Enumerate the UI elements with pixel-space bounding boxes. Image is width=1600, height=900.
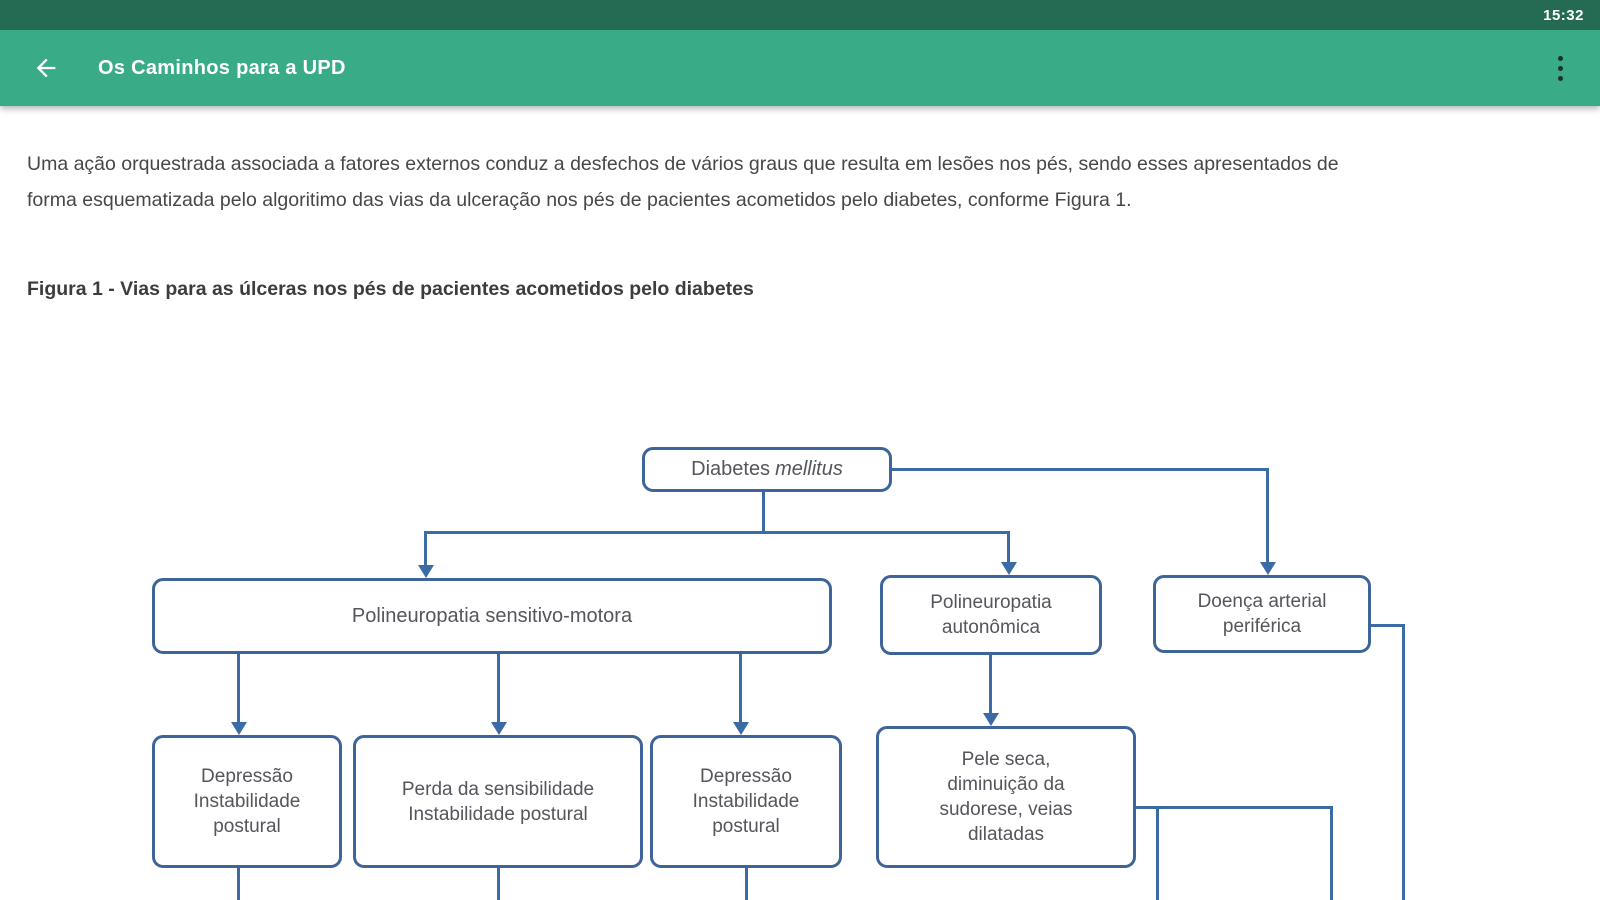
node-label: Diabetes	[691, 458, 771, 480]
connector-to-pele-seca	[989, 655, 992, 714]
connector-depressao2-down	[745, 866, 748, 900]
connector-to-perda	[497, 654, 500, 723]
status-bar: 15:32	[0, 0, 1600, 30]
page-title: Os Caminhos para a UPD	[98, 56, 346, 79]
node-polineuropatia-autonomica: Polineuropatia autonômica	[880, 575, 1102, 655]
connector-diabetes-right	[892, 468, 1269, 471]
connector-pele-down-outer	[1330, 806, 1333, 900]
node-perda-sensibilidade: Perda da sensibilidade Instabilidade pos…	[353, 735, 643, 868]
overflow-menu-button[interactable]	[1538, 44, 1582, 92]
arrowhead-to-perda	[491, 722, 507, 735]
figure-caption: Figura 1 - Vias para as úlceras nos pés …	[27, 277, 754, 300]
connector-pele-right	[1136, 806, 1333, 809]
arrowhead-to-arterial	[1260, 562, 1276, 575]
connector-to-autonomica	[1007, 531, 1010, 563]
app-bar: Os Caminhos para a UPD	[0, 30, 1600, 106]
node-label-italic: mellitus	[775, 458, 843, 480]
arrowhead-to-sensitivo	[418, 565, 434, 578]
arrowhead-to-autonomica	[1001, 562, 1017, 575]
kebab-menu-icon	[1557, 53, 1563, 83]
node-pele-seca: Pele seca, diminuição da sudorese, veias…	[876, 726, 1136, 868]
back-button[interactable]	[22, 44, 70, 92]
arrowhead-to-pele-seca	[983, 713, 999, 726]
connector-to-sensitivo	[424, 531, 427, 566]
connector-pele-down-inner	[1156, 806, 1159, 900]
node-polineuropatia-sensitivo-motora: Polineuropatia sensitivo-motora	[152, 578, 832, 654]
connector-perda-down	[497, 866, 500, 900]
connector-depressao1-down	[237, 866, 240, 900]
connector-to-arterial	[1266, 468, 1269, 563]
node-depressao-instabilidade-1: Depressão Instabilidade postural	[152, 735, 342, 868]
body-paragraph: Uma ação orquestrada associada a fatores…	[27, 152, 1339, 211]
connector-diabetes-stub	[762, 492, 765, 534]
connector-to-depressao2	[739, 654, 742, 723]
node-doenca-arterial-periferica: Doença arterial periférica	[1153, 575, 1371, 653]
status-clock: 15:32	[1543, 6, 1584, 24]
arrowhead-to-depressao1	[231, 722, 247, 735]
connector-arterial-right	[1371, 624, 1405, 627]
connector-to-depressao1	[237, 654, 240, 723]
arrow-left-icon	[36, 58, 56, 78]
arrowhead-to-depressao2	[733, 722, 749, 735]
node-depressao-instabilidade-2: Depressão Instabilidade postural	[650, 735, 842, 868]
connector-arterial-down	[1402, 624, 1405, 900]
connector-branch	[424, 531, 1010, 534]
